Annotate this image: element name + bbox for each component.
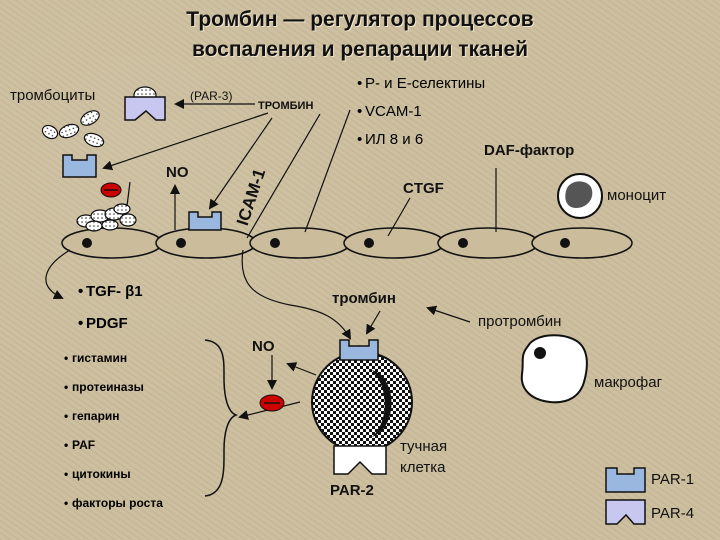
endothelial-factor-item: Р- и Е-селектины: [357, 70, 485, 98]
endothelial-cell: [61, 227, 163, 259]
par4-receptor-top: [124, 96, 166, 121]
endothelial-cell: [437, 227, 539, 259]
label-mast-cell-1: тучная: [400, 438, 448, 455]
page-title-line1: Тромбин — регулятор процессов: [186, 8, 534, 31]
page-title-line2: воспаления и репарации тканей: [191, 38, 529, 61]
growth-factor-list: TGF- β1 PDGF: [78, 276, 143, 340]
endothelial-cell: [343, 227, 445, 259]
label-platelets: тромбоциты: [10, 87, 96, 104]
endothelial-factor-list: Р- и Е-селектины VCAM-1 ИЛ 8 и 6: [357, 70, 485, 154]
mediator-item: факторы роста: [64, 489, 163, 518]
label-mast-cell-2: клетка: [400, 459, 446, 476]
label-daf: DAF-фактор: [484, 142, 575, 159]
mediator-item: PAF: [64, 431, 163, 460]
par1-receptor-endothelium: [188, 211, 222, 231]
growth-factor-item: TGF- β1: [78, 276, 143, 308]
endothelial-cell: [249, 227, 351, 259]
mediator-item: протеиназы: [64, 373, 163, 402]
endothelial-factor-item: ИЛ 8 и 6: [357, 126, 485, 154]
mediator-bracket: [204, 339, 239, 497]
mediator-list: гистамин протеиназы гепарин PAF цитокины…: [64, 344, 163, 518]
label-thrombin-mid: тромбин: [332, 290, 396, 307]
endothelial-cell: [155, 227, 257, 259]
label-macrophage: макрофаг: [594, 374, 663, 391]
label-par2: PAR-2: [330, 482, 374, 499]
label-thrombin-top: ТРОМБИН: [258, 100, 314, 112]
legend-par1-shape: [605, 467, 646, 493]
mediator-item: гепарин: [64, 402, 163, 431]
mast-cell: [311, 351, 413, 453]
mediator-item: цитокины: [64, 460, 163, 489]
par1-receptor-platelet: [62, 154, 97, 178]
label-no-bottom: NO: [252, 338, 275, 355]
endothelium-row: [61, 227, 633, 259]
mediator-item: гистамин: [64, 344, 163, 373]
label-no-top: NO: [166, 164, 189, 181]
legend-par1-label: PAR-1: [651, 471, 695, 488]
label-prothrombin: протромбин: [478, 313, 562, 330]
macrophage-cell: [520, 334, 588, 404]
endothelial-factor-item: VCAM-1: [357, 98, 485, 126]
monocyte-cell: [557, 173, 603, 219]
label-monocyte: моноцит: [607, 187, 667, 204]
legend-par4-label: PAR-4: [651, 505, 695, 522]
growth-factor-item: PDGF: [78, 308, 143, 340]
platelet-aggregate: [76, 203, 137, 232]
par1-receptor-mast-cell: [339, 339, 379, 361]
legend-par4-shape: [605, 499, 646, 525]
endothelial-cell: [531, 227, 633, 259]
par2-receptor: [333, 445, 387, 475]
label-ctgf: CTGF: [403, 180, 444, 197]
label-par3: (PAR-3): [190, 89, 233, 103]
